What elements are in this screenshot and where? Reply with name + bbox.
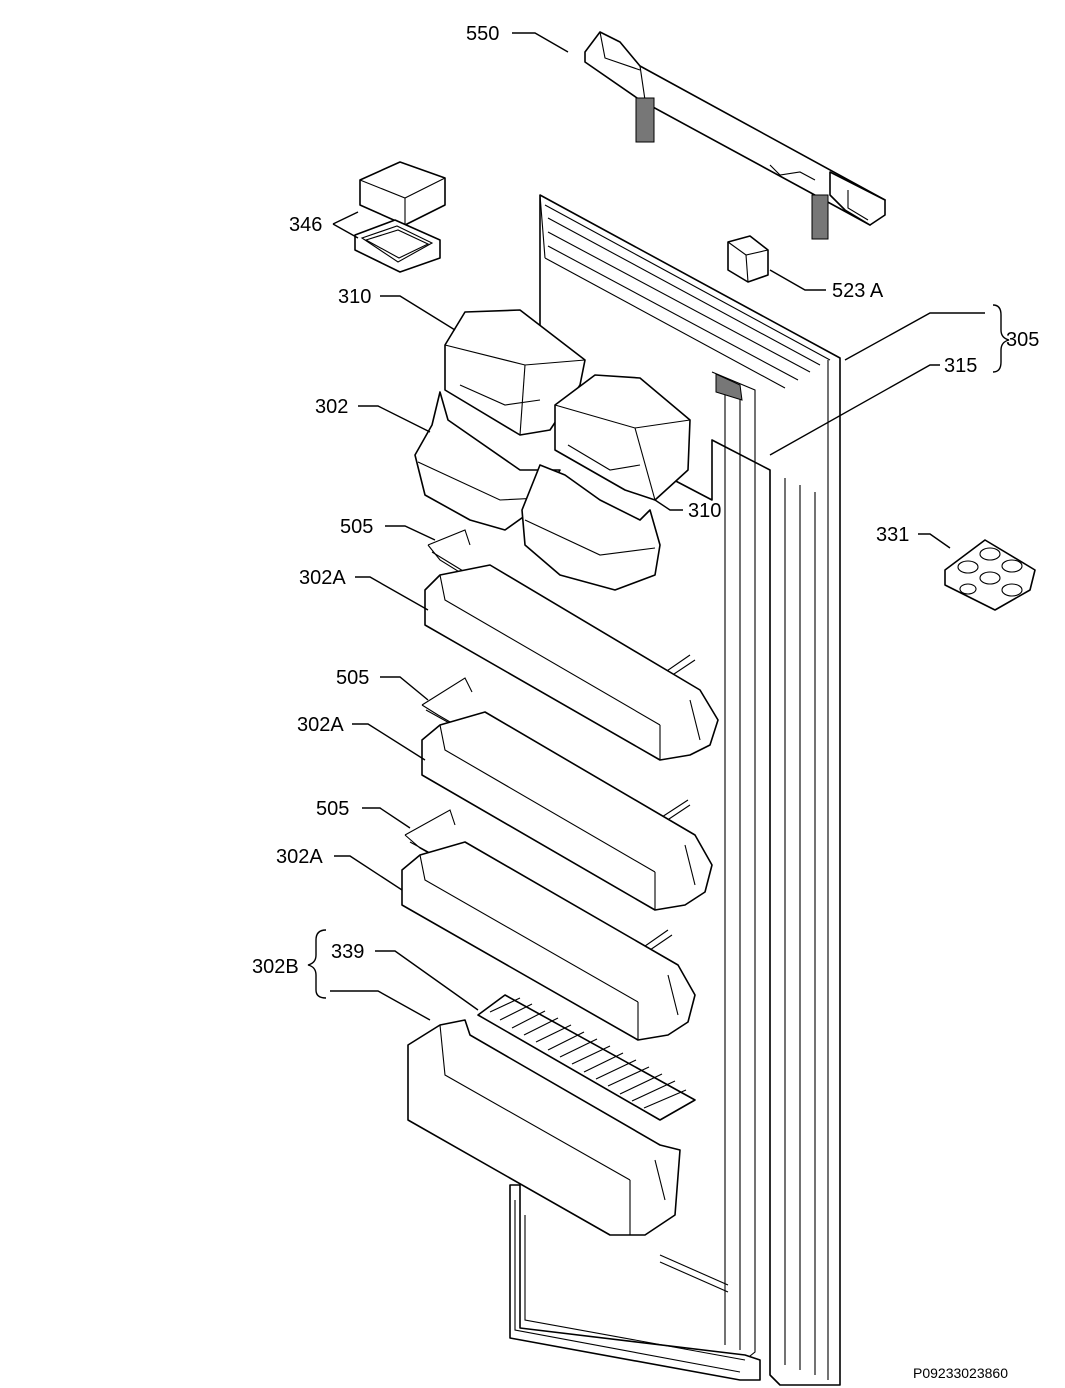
label-302: 302 [315, 396, 348, 418]
compartment-lid-310-right [554, 374, 691, 501]
label-302a-second: 302A [297, 714, 344, 736]
door-bin-302b [407, 1019, 681, 1236]
label-310-bottom: 310 [688, 500, 721, 522]
label-302a-first: 302A [299, 567, 346, 589]
label-315: 315 [944, 355, 977, 377]
drawing-code: P09233023860 [913, 1365, 1008, 1381]
door-bin-302a-2 [421, 711, 713, 911]
door-bin-302a-3 [401, 841, 696, 1041]
label-305: 305 [1006, 329, 1039, 351]
label-505-first: 505 [340, 516, 373, 538]
egg-tray-331 [944, 539, 1036, 611]
label-550: 550 [466, 23, 499, 45]
label-505-third: 505 [316, 798, 349, 820]
label-310-top: 310 [338, 286, 371, 308]
compartment-lid-310-left [444, 309, 586, 436]
grid-insert-339 [477, 994, 696, 1121]
label-302b: 302B [252, 956, 299, 978]
hinge-cover-550 [584, 31, 886, 240]
leader-lines [307, 32, 1010, 1021]
label-346: 346 [289, 214, 322, 236]
label-523a: 523 A [832, 280, 884, 302]
label-339: 339 [331, 941, 364, 963]
hinge-block-523a [727, 235, 769, 283]
door-bin-302-left [414, 391, 561, 531]
small-box-346 [354, 161, 446, 273]
label-331: 331 [876, 524, 909, 546]
part-number-labels: 550 346 523 A 310 305 315 302 310 505 33… [252, 23, 1039, 1381]
door-bin-302a-1 [424, 564, 719, 761]
label-302a-third: 302A [276, 846, 323, 868]
door-bin-302-right [521, 464, 661, 591]
label-505-second: 505 [336, 667, 369, 689]
